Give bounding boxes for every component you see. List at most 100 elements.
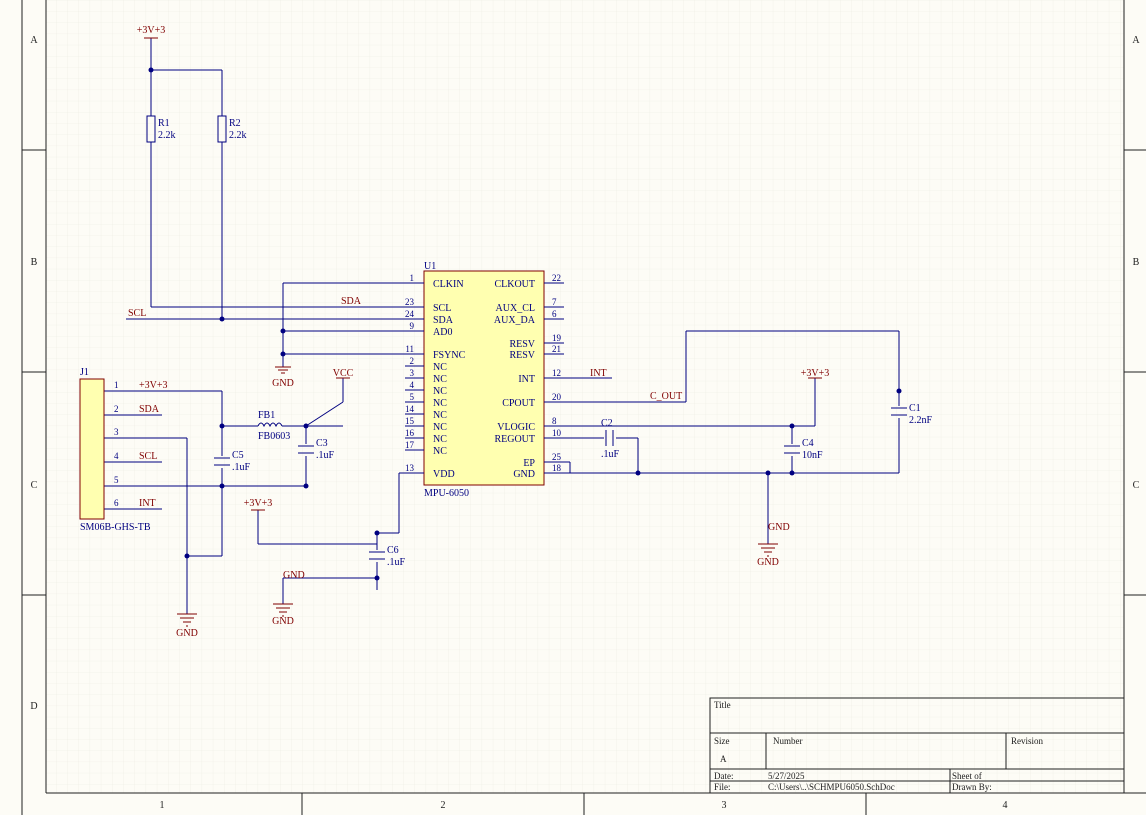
junction — [184, 553, 190, 559]
net-label-sda: SDA — [341, 296, 362, 307]
capacitor-c3[interactable]: C3 .1uF — [298, 438, 335, 461]
resistor-r2[interactable]: R2 2.2k — [217, 115, 247, 143]
u1-pin-number: 25 — [552, 452, 562, 462]
ferrite-bead-fb1[interactable]: FB1 FB0603 — [257, 410, 290, 442]
net-label-scl: SCL — [128, 308, 146, 319]
zone-row-b-right: B — [1133, 257, 1140, 268]
c5-designator: C5 — [232, 450, 244, 461]
power-port-vcc[interactable]: VCC — [333, 368, 354, 379]
title-block-text: Title Size A Number Revision Date: 5/27/… — [714, 700, 1044, 792]
power-port-3v3-mid[interactable]: +3V+3 — [244, 498, 273, 511]
u1-pin-name: NC — [433, 410, 447, 421]
j1-net-6: INT — [139, 498, 156, 509]
ground-u1-label: GND — [272, 378, 294, 389]
ground-c6[interactable]: GND — [272, 603, 294, 627]
u1-pin-number: 6 — [552, 309, 557, 319]
ground-main[interactable]: GND — [757, 543, 779, 568]
capacitor-c2[interactable]: C2 .1uF — [601, 418, 620, 460]
j1-pin-3: 3 — [114, 427, 119, 437]
zone-labels: A B C D A B C 1 2 3 4 — [30, 35, 1140, 811]
u1-pin-name: NC — [433, 446, 447, 457]
fb1-value: FB0603 — [258, 431, 290, 442]
u1-pin-number: 18 — [552, 463, 562, 473]
ground-u1[interactable]: GND — [272, 366, 294, 389]
u1-pin-name: SDA — [433, 315, 454, 326]
capacitor-c5[interactable]: C5 .1uF — [214, 450, 251, 473]
r2-value: 2.2k — [229, 130, 247, 141]
junction — [280, 351, 286, 357]
j1-net-2: SDA — [139, 404, 160, 415]
ground-main-label: GND — [757, 557, 779, 568]
junction — [303, 483, 309, 489]
ground-j1[interactable]: GND — [176, 613, 198, 639]
u1-pin-number: 9 — [410, 321, 415, 331]
r2-designator: R2 — [229, 118, 241, 129]
junction — [896, 388, 902, 394]
u1-pin-name: GND — [513, 469, 535, 480]
c6-value: .1uF — [387, 557, 406, 568]
power-3v3-mid-label: +3V+3 — [244, 498, 273, 509]
junction — [148, 67, 154, 73]
number-label: Number — [773, 736, 803, 746]
junction — [219, 483, 225, 489]
zone-col-2: 2 — [441, 800, 446, 811]
r1-designator: R1 — [158, 118, 170, 129]
u1-pin-name: RESV — [509, 350, 535, 361]
ground-j1-label: GND — [176, 628, 198, 639]
sheet-label: Sheet of — [952, 771, 982, 781]
junction — [374, 575, 380, 581]
title-block — [709, 697, 1125, 794]
u1-pin-name: NC — [433, 374, 447, 385]
capacitor-c6[interactable]: C6 .1uF — [369, 545, 406, 568]
junction — [303, 423, 309, 429]
r1-value: 2.2k — [158, 130, 176, 141]
u1-pin-name: REGOUT — [494, 434, 535, 445]
size-value: A — [720, 754, 727, 764]
zone-row-b: B — [31, 257, 38, 268]
capacitor-c4[interactable]: C4 10nF — [784, 438, 823, 461]
u1-left-pins: 1CLKIN23SCL24SDA9AD011FSYNC2NC3NC4NC5NC1… — [405, 273, 466, 480]
file-value: C:\Users\..\SCHMPU6050.SchDoc — [768, 782, 895, 792]
power-port-3v3-top[interactable]: +3V+3 — [137, 25, 166, 39]
junction — [374, 530, 380, 536]
u1-pin-number: 1 — [410, 273, 415, 283]
connector-j1[interactable]: J1 SM06B-GHS-TB 1 2 3 4 5 6 +3V+3 SDA SC… — [79, 367, 168, 533]
j1-net-4: SCL — [139, 451, 157, 462]
junction — [789, 470, 795, 476]
net-label-gnd-right: GND — [768, 522, 790, 533]
u1-pin-number: 10 — [552, 428, 562, 438]
power-port-3v3-right[interactable]: +3V+3 — [801, 368, 830, 379]
u1-pin-number: 5 — [410, 392, 415, 402]
junction — [789, 423, 795, 429]
u1-pin-number: 23 — [405, 297, 415, 307]
resistor-r1[interactable]: R1 2.2k — [146, 115, 176, 143]
u1-pin-number: 14 — [405, 404, 415, 414]
chip-u1[interactable]: U1 MPU-6050 1CLKIN23SCL24SDA9AD011FSYNC2… — [405, 261, 564, 499]
junction — [219, 316, 225, 322]
junction — [280, 328, 286, 334]
u1-pin-name: CLKOUT — [494, 279, 535, 290]
capacitor-c1[interactable]: C1 2.2nF — [891, 403, 933, 426]
u1-pin-number: 15 — [405, 416, 415, 426]
u1-pin-name: FSYNC — [433, 350, 466, 361]
u1-pin-name: CLKIN — [433, 279, 464, 290]
title-label: Title — [714, 700, 731, 710]
zone-col-3: 3 — [722, 800, 727, 811]
u1-pin-name: NC — [433, 362, 447, 373]
u1-pin-name: INT — [518, 374, 535, 385]
u1-pin-2: 2NC — [405, 356, 447, 373]
u1-pin-name: AD0 — [433, 327, 452, 338]
u1-pin-number: 4 — [410, 380, 415, 390]
